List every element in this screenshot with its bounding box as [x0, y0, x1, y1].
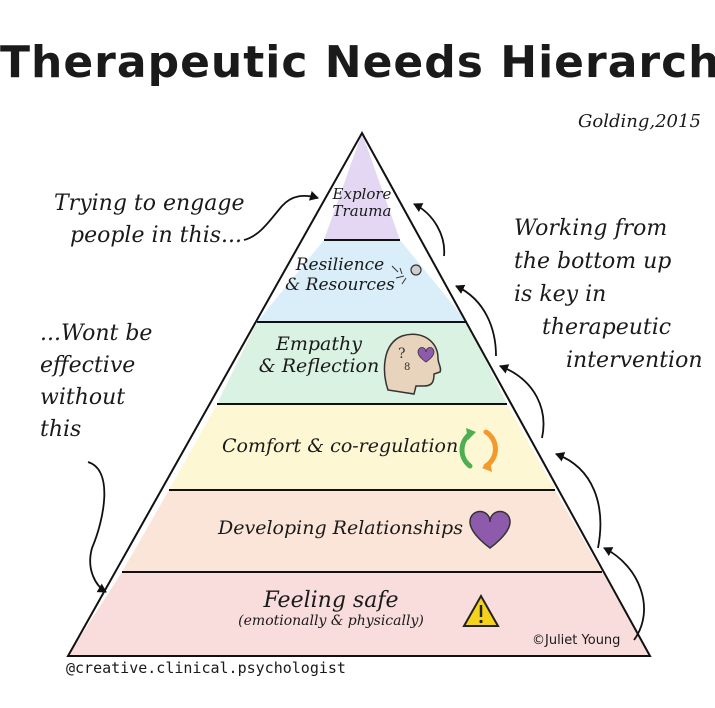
level-label-line: Trauma [332, 202, 392, 221]
citation: Golding,2015 [578, 111, 701, 132]
head-heart-icon: ? 8 [383, 333, 442, 395]
level-band-resilience [257, 240, 467, 322]
level-label-line: Resilience [295, 255, 385, 275]
svg-text:?: ? [398, 346, 406, 362]
level-band-empathy [217, 322, 507, 404]
level-band-relationships [122, 490, 602, 572]
level-label-comfort: Comfort & co-regulation [222, 435, 459, 457]
page-title: Therapeutic Needs Hierarchy [0, 37, 715, 88]
level-label-line: Feeling safe [263, 588, 399, 613]
level-label-explore-trauma: Explore Trauma [314, 185, 410, 221]
annotation-line: Working from [514, 216, 668, 241]
cycle-arrows-icon [459, 428, 498, 472]
annotation-line: is key in [514, 282, 607, 307]
annotation-left: ...Wont be effective without this [40, 318, 152, 446]
level-label-line: & Resources [285, 274, 395, 295]
annotation-line: without [40, 384, 126, 410]
annotation-line: people in this... [70, 222, 242, 248]
level-label-feeling-safe: Feeling safe (emotionally & physically) [214, 588, 448, 629]
level-band-feeling-safe [68, 572, 650, 656]
level-label-resilience: Resilience & Resources [280, 255, 400, 295]
pyramid-levels [68, 133, 650, 656]
ball-sparkle-icon [391, 264, 422, 285]
annotation-line: Trying to engage [54, 191, 245, 216]
annotation-line: intervention [566, 348, 703, 373]
level-label-line: Empathy [276, 333, 362, 355]
level-label-relationships: Developing Relationships [218, 517, 463, 539]
heart-icon [469, 510, 511, 549]
annotation-line: ...Wont be [40, 321, 153, 346]
annotation-line: therapeutic [542, 315, 672, 340]
warning-icon [462, 593, 500, 627]
artist-credit: ©Juliet Young [532, 633, 621, 648]
arrow-to-bottom-level [87, 461, 107, 593]
social-handle: @creative.clinical.psychologist [66, 659, 346, 677]
arrow-to-top-level [243, 190, 319, 241]
annotation-line: this [40, 416, 82, 442]
svg-text:8: 8 [404, 362, 410, 373]
level-label-sub: (emotionally & physically) [238, 613, 424, 630]
level-label-line: & Reflection [258, 354, 380, 377]
annotation-right: Working from the bottom up is key in the… [514, 212, 703, 377]
level-band-explore-trauma [324, 133, 400, 240]
level-band-comfort [169, 404, 555, 490]
annotation-line: effective [40, 352, 136, 378]
pyramid-outline [66, 130, 652, 657]
bottom-up-arrows [413, 203, 645, 641]
level-label-line: Explore [332, 185, 392, 203]
annotation-line: the bottom up [514, 249, 672, 274]
annotation-top-left: Trying to engage people in this... [54, 188, 244, 252]
level-label-empathy: Empathy & Reflection [254, 333, 384, 378]
